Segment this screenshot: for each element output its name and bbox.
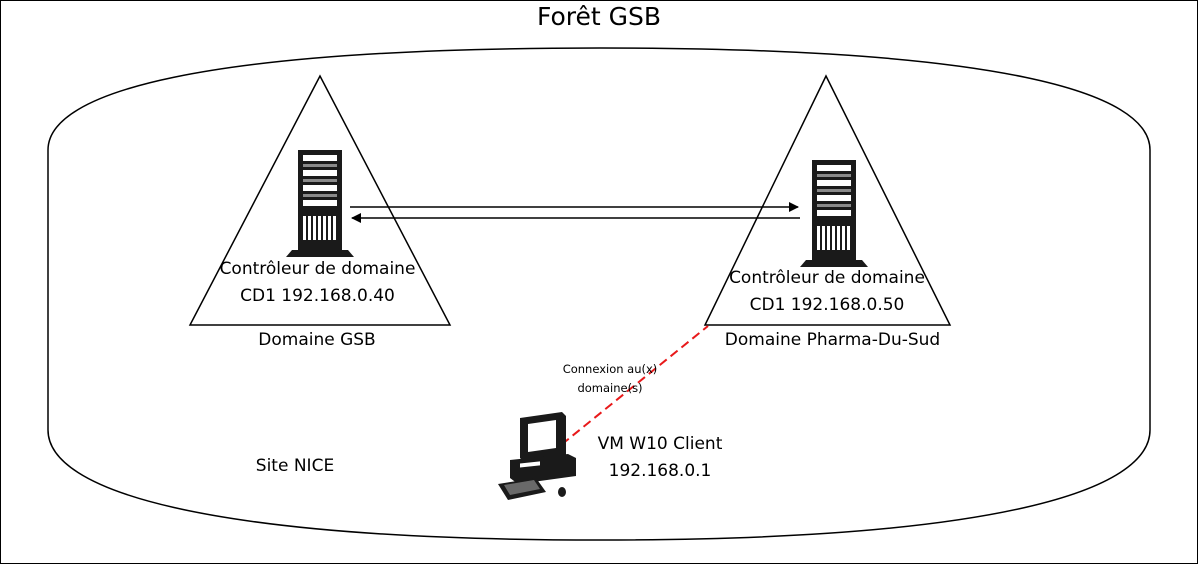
site-label: Site NICE [255,456,335,476]
pharma-controller-label: Contrôleur de domaine [729,268,925,288]
site-boundary [47,47,1151,541]
connection-label-line2: domaine(s) [577,381,643,395]
server-tower-icon [286,150,354,257]
pharma-domain-label: Domaine Pharma-Du-Sud [724,330,941,350]
pharma-controller-ip: CD1 192.168.0.50 [749,295,905,315]
gsb-domain-label: Domaine GSB [258,330,376,350]
gsb-controller-label: Contrôleur de domaine [219,259,416,279]
client-connection-line [539,325,709,463]
client-computer-icon [498,412,576,500]
client-ip: 192.168.0.1 [608,461,712,481]
client-name: VM W10 Client [597,434,723,454]
server-tower-icon [800,160,868,267]
connection-label-line1: Connexion au(x) [562,362,658,376]
double-arrow-icon [350,202,800,223]
gsb-controller-ip: CD1 192.168.0.40 [240,286,395,306]
forest-title: Forêt GSB [536,2,662,31]
